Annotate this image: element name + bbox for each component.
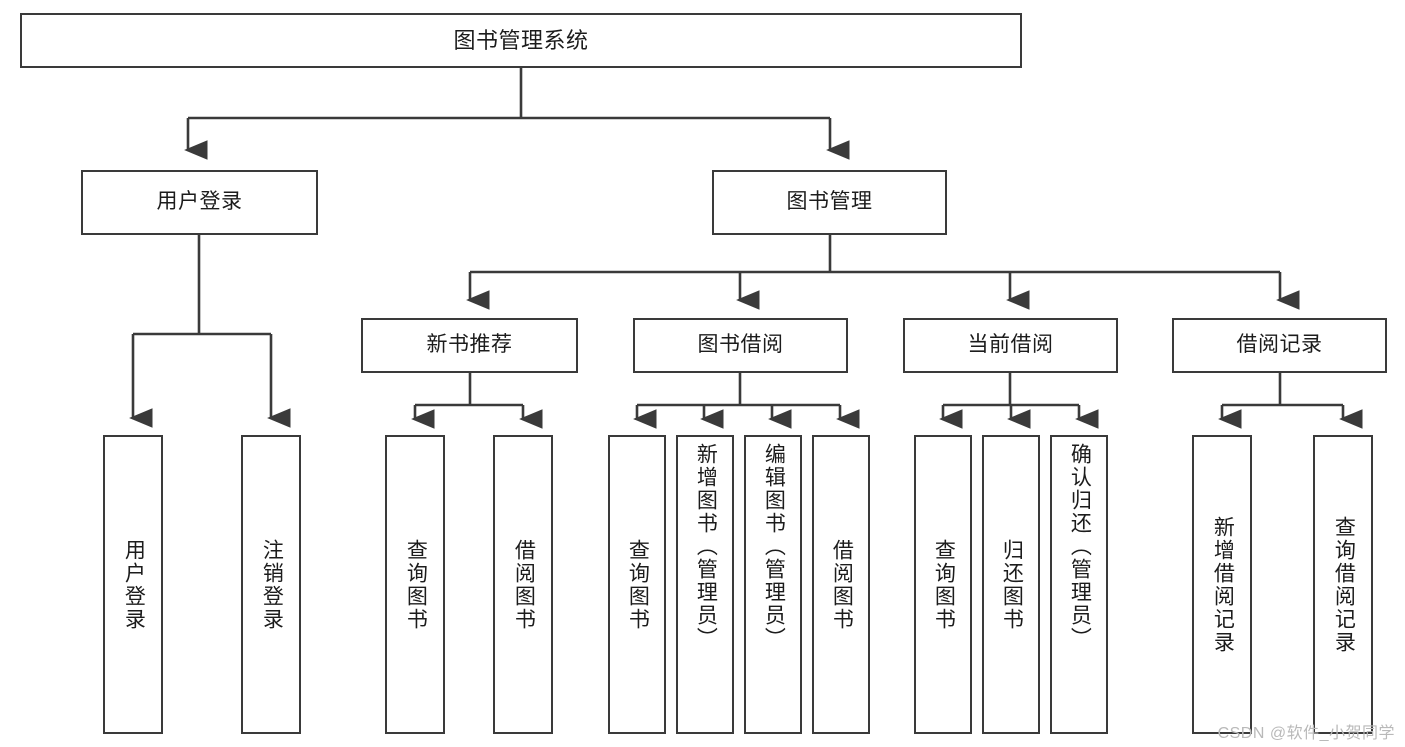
leaf-user-login-logout[interactable]: 注销登录 [241, 435, 301, 734]
node-root-system[interactable]: 图书管理系统 [20, 13, 1022, 68]
leaf-borrow-add-book[interactable]: 新增图书（管理员） [676, 435, 734, 734]
leaf-borrow-edit-book[interactable]: 编辑图书（管理员） [744, 435, 802, 734]
leaf-new-book-borrow[interactable]: 借阅图书 [493, 435, 553, 734]
leaf-current-query-book[interactable]: 查询图书 [914, 435, 972, 734]
leaf-record-add[interactable]: 新增借阅记录 [1192, 435, 1252, 734]
node-borrow-record[interactable]: 借阅记录 [1172, 318, 1387, 373]
leaf-borrow-borrow-book[interactable]: 借阅图书 [812, 435, 870, 734]
node-current-borrow[interactable]: 当前借阅 [903, 318, 1118, 373]
node-book-borrow[interactable]: 图书借阅 [633, 318, 848, 373]
leaf-record-query[interactable]: 查询借阅记录 [1313, 435, 1373, 734]
leaf-current-confirm-return[interactable]: 确认归还（管理员） [1050, 435, 1108, 734]
node-new-book-recommend[interactable]: 新书推荐 [361, 318, 578, 373]
csdn-watermark: CSDN @软件_小贺同学 [1217, 725, 1395, 742]
node-user-login[interactable]: 用户登录 [81, 170, 318, 235]
leaf-new-book-query[interactable]: 查询图书 [385, 435, 445, 734]
leaf-borrow-query-book[interactable]: 查询图书 [608, 435, 666, 734]
leaf-user-login-login[interactable]: 用户登录 [103, 435, 163, 734]
leaf-current-return-book[interactable]: 归还图书 [982, 435, 1040, 734]
node-book-management[interactable]: 图书管理 [712, 170, 947, 235]
